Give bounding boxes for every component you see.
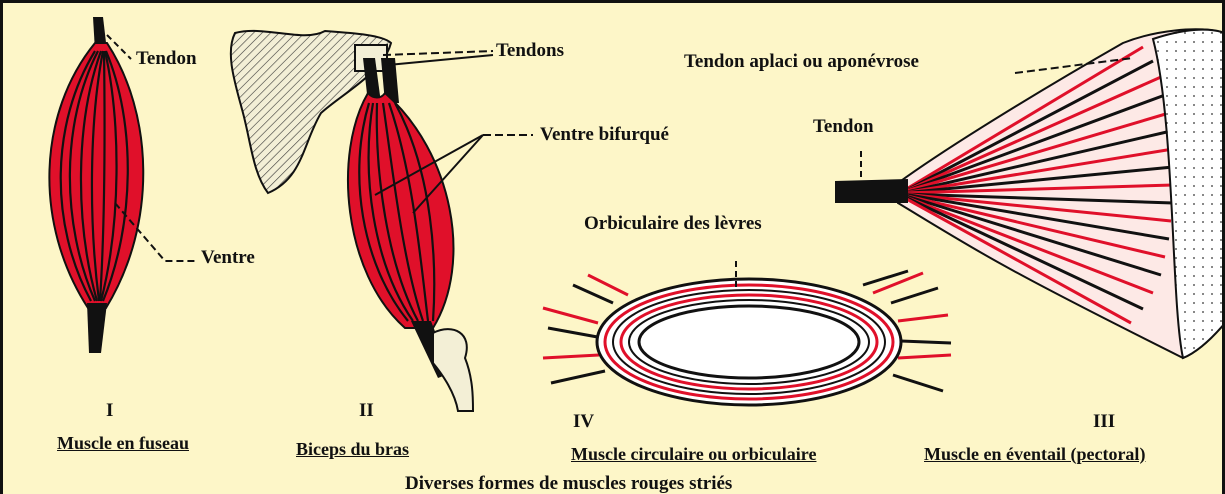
fusiform-muscle-icon	[49, 17, 143, 353]
label-tendon-fan: Tendon	[813, 116, 874, 138]
fan-muscle-icon	[835, 29, 1225, 358]
figure-numeral-2: II	[359, 400, 374, 422]
biceps-muscle-icon	[348, 58, 473, 411]
muscle-illustrations	[3, 3, 1225, 494]
label-tendon: Tendon	[136, 48, 197, 70]
caption-fusiform: Muscle en fuseau	[57, 433, 189, 454]
label-tendons: Tendons	[496, 40, 564, 62]
caption-fan: Muscle en éventail (pectoral)	[924, 444, 1145, 465]
diagram-title: Diverses formes de muscles rouges striés	[405, 473, 732, 494]
figure-numeral-4: IV	[573, 411, 594, 433]
orbicular-muscle-icon	[543, 271, 951, 405]
label-ventre-bifurque: Ventre bifurqué	[540, 124, 669, 146]
figure-numeral-1: I	[106, 400, 113, 422]
label-ventre: Ventre	[201, 247, 255, 269]
figure-numeral-3: III	[1093, 411, 1115, 433]
label-orbiculaire-des-levres: Orbiculaire des lèvres	[584, 213, 762, 235]
caption-orbicular: Muscle circulaire ou orbiculaire	[571, 444, 816, 465]
label-tendon-aponevrose: Tendon aplaci ou aponévrose	[684, 51, 919, 73]
caption-biceps: Biceps du bras	[296, 439, 409, 460]
